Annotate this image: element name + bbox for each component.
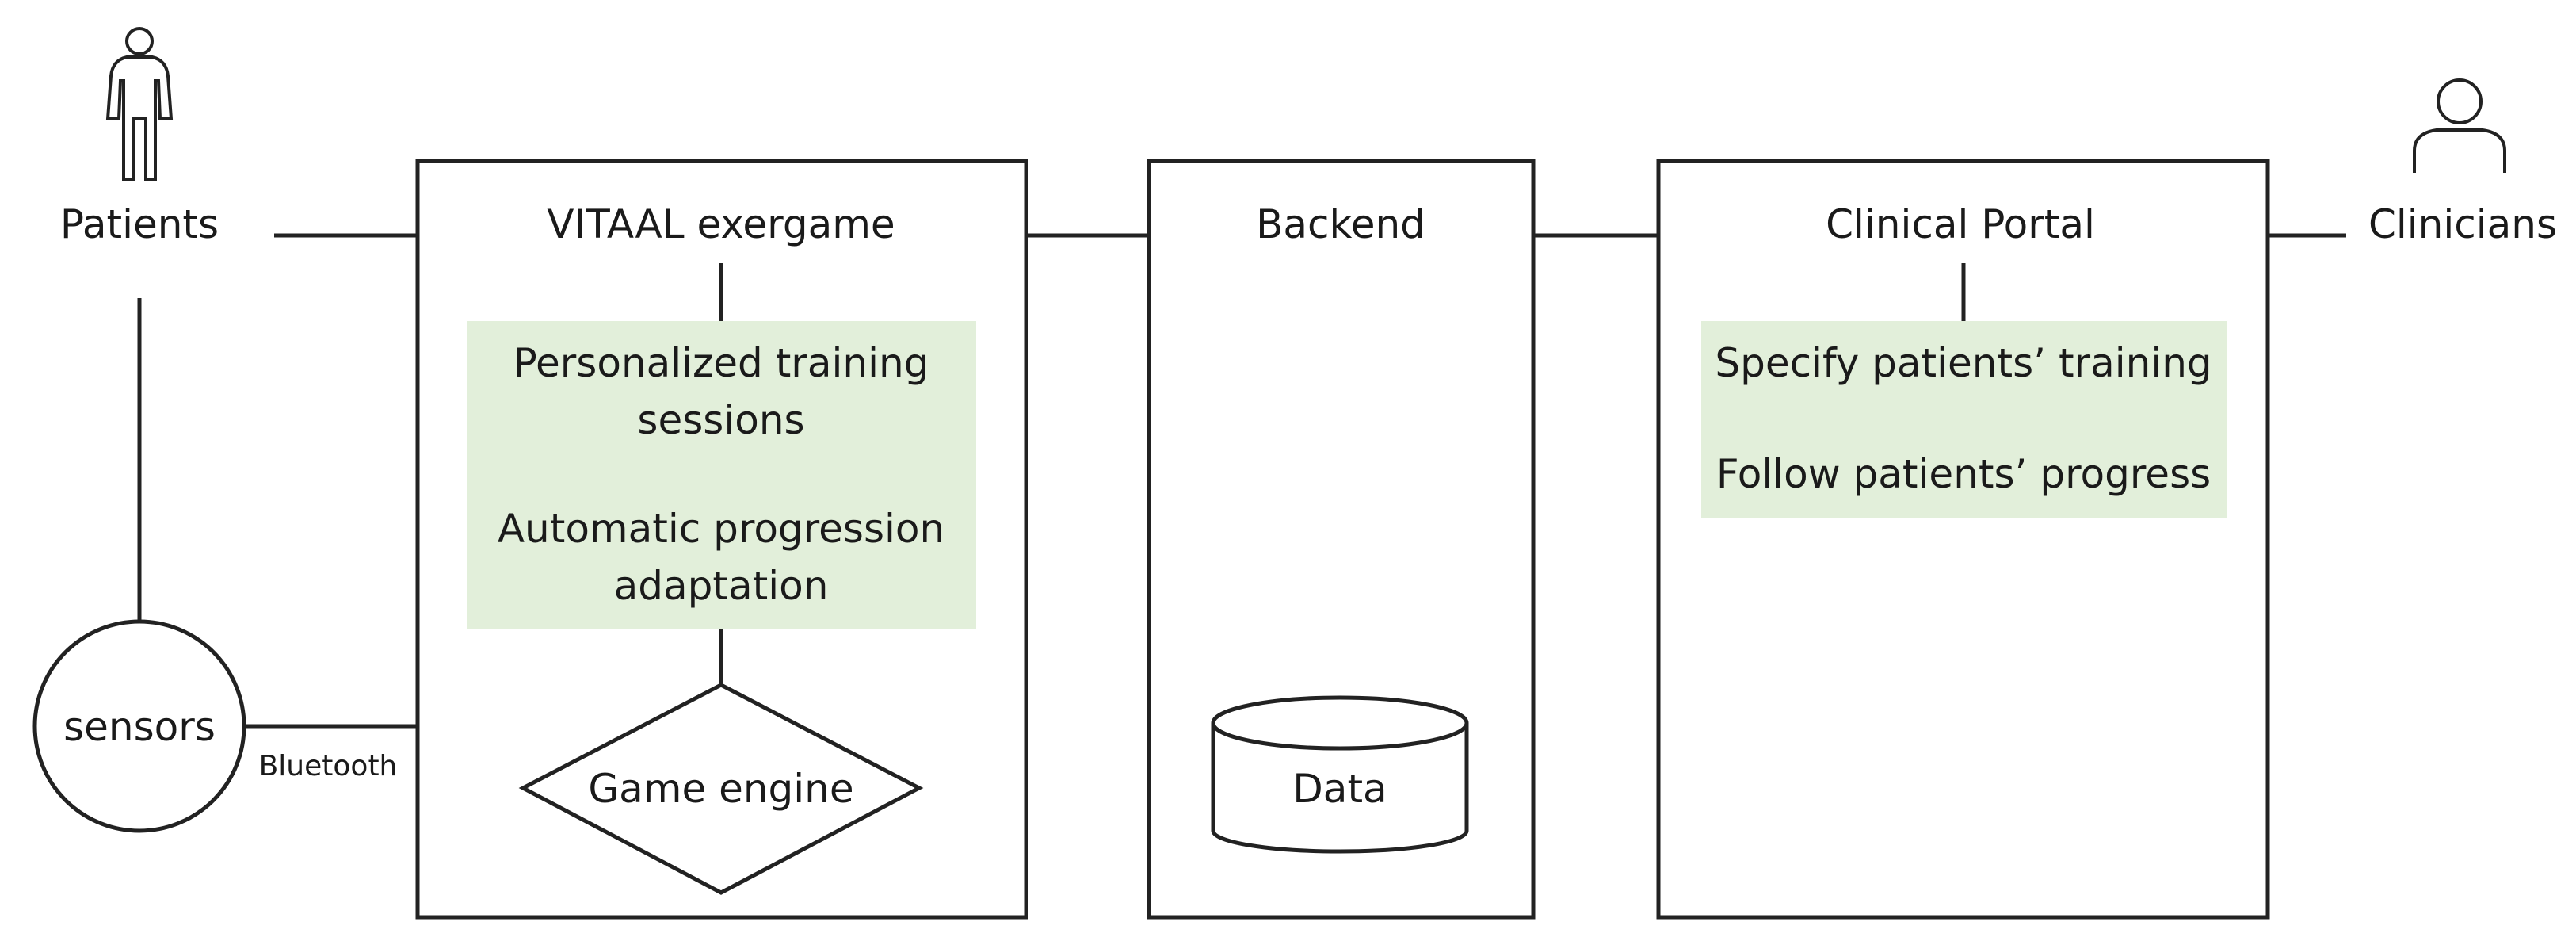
exergame-feature-line-1: Personalized training: [513, 340, 929, 386]
exergame-features-panel: [467, 321, 976, 629]
bluetooth-label: Bluetooth: [259, 750, 398, 782]
backend-box: [1147, 159, 1536, 920]
data-label: Data: [1292, 766, 1387, 812]
person-bust-icon: [2413, 78, 2506, 173]
clinicians-label: Clinicians: [2368, 201, 2557, 247]
clinical-portal-box: [1656, 159, 2270, 920]
database-cylinder-icon: [1211, 695, 1469, 854]
exergame-feature-line-2: sessions: [637, 397, 804, 443]
exergame-box: [415, 159, 1028, 920]
backend-title: Backend: [1256, 201, 1425, 247]
exergame-feature-line-3: Automatic progression: [498, 506, 945, 552]
sensors-label: sensors: [63, 704, 216, 750]
portal-features-panel: [1701, 321, 2227, 518]
portal-feature-2: Follow patients’ progress: [1716, 451, 2211, 497]
game-engine-diamond: [518, 683, 924, 895]
portal-feature-1: Specify patients’ training: [1715, 340, 2212, 386]
exergame-feature-line-4: adaptation: [614, 563, 829, 609]
clinical-portal-title: Clinical Portal: [1826, 201, 2095, 247]
game-engine-label: Game engine: [588, 766, 853, 812]
exergame-title: VITAAL exergame: [547, 201, 895, 247]
patients-label: Patients: [60, 201, 219, 247]
standing-person-icon: [105, 27, 174, 181]
